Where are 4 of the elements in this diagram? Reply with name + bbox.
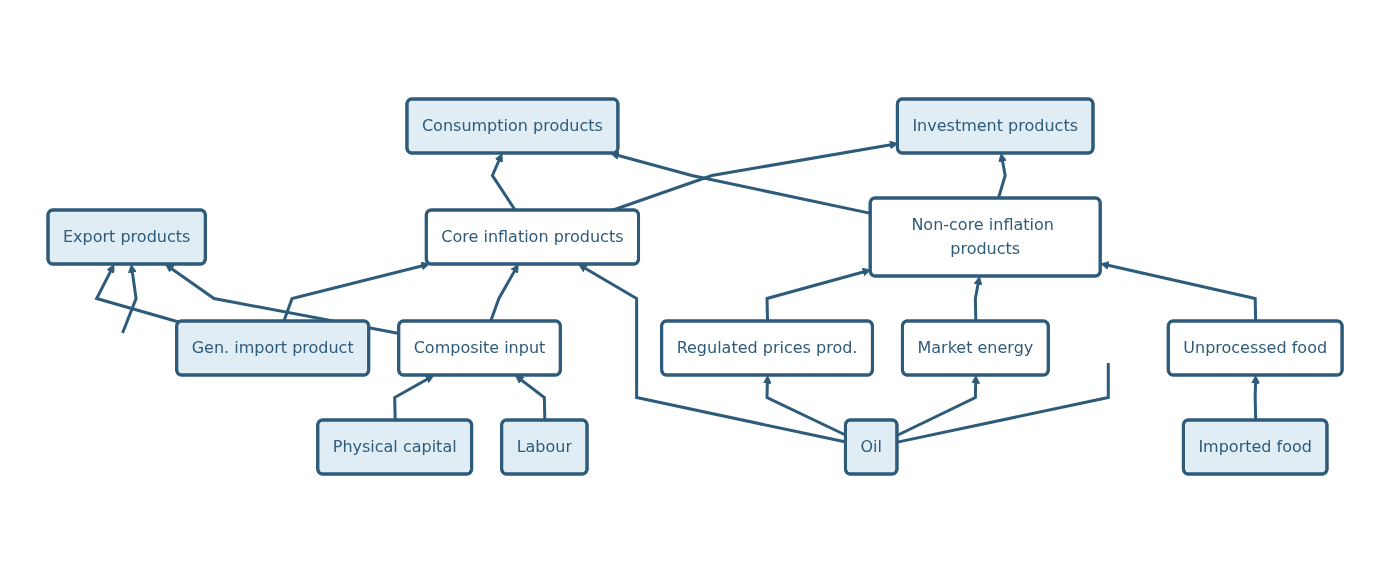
- arrow: [897, 374, 981, 437]
- arrow: [165, 263, 400, 335]
- connector: [897, 362, 1111, 444]
- arrow: [121, 263, 139, 334]
